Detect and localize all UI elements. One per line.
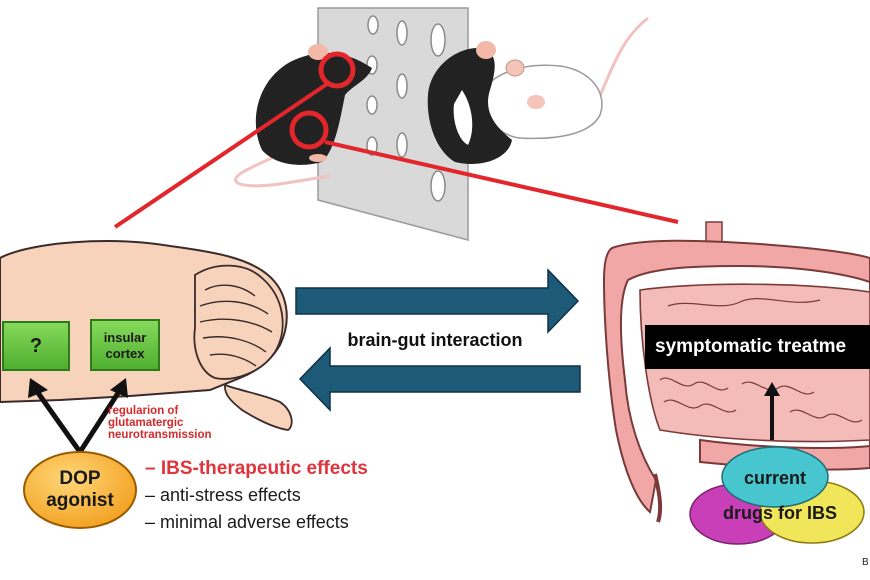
white-mouse-ear [505,59,525,77]
unknown-region-box [2,321,70,371]
brain-connector-line [113,80,332,229]
dop-line-2: agonist [46,490,114,511]
cyan-ellipse [721,446,829,508]
black-white-mouse-ear [476,41,496,59]
dop-line-1: DOP [59,468,101,489]
insular-cortex-box [90,319,160,371]
arrowhead-right [110,378,128,398]
gut-connector-line [324,140,679,224]
white-mouse-tail [596,16,649,101]
regulation-label: regularion of glutamatergic neurotransmi… [108,405,248,441]
dop-agonist-label: DOP agonist [28,466,132,514]
corner-label: B [862,557,869,568]
sigmoid-tail [653,473,663,523]
black-white-mouse-belly [453,90,473,145]
regulation-line-1: regularion of [108,405,179,417]
effect-item-minimal-adverse: – minimal adverse effects [145,512,349,532]
black-mouse-ear [308,44,328,60]
regulation-line-2: glutamatergic [108,417,184,429]
black-mouse-tail [233,156,331,188]
white-mouse-cheek [527,95,545,109]
question-box-label: ? [29,334,43,357]
dop-target-arrows [33,388,123,454]
gut-to-brain-arrow[interactable] [298,346,581,412]
regulation-line-3: neurotransmission [108,429,212,441]
black-mouse-foot [309,154,327,162]
brain-gut-interaction-label: brain-gut interaction [347,330,523,350]
brain-cerebellum [193,264,284,380]
drugs-arrowhead [764,382,780,396]
mouse-test-illustration [233,7,649,241]
insular-cortex-label: insular cortex [103,330,147,361]
brain-to-gut-arrow[interactable] [295,268,580,334]
black-mouse [255,52,372,165]
current-label: current [743,467,806,488]
dop-agonist-oval [23,451,137,529]
intestine-loops [659,298,863,423]
symptomatic-treatment-label: symptomatic treatme [645,325,870,369]
abdomen-highlight-circle [289,110,329,150]
black-white-mouse [427,48,512,164]
effect-item-anti-stress: – anti-stress effects [145,485,301,505]
drugs-for-ibs-label: drugs for IBS [722,502,837,523]
head-highlight-circle [318,51,356,89]
brain-stem [224,383,293,431]
effects-list: – IBS-therapeutic effects – anti-stress … [145,455,368,536]
arrowhead-left [28,378,48,398]
cerebellum-folds [199,284,273,367]
effect-item-ibs-therapeutic: – IBS-therapeutic effects [145,458,368,479]
